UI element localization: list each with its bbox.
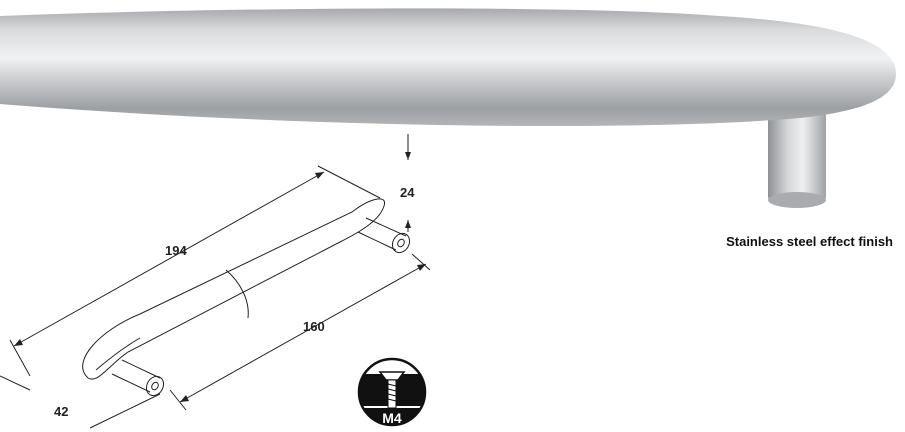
drawing-leg-right: [357, 217, 407, 251]
dim-label-160: 160: [303, 319, 325, 334]
handle-leg-end: [768, 192, 826, 208]
screw-size-label: M4: [382, 410, 402, 426]
dim-label-24: 24: [400, 185, 415, 200]
dim-label-194: 194: [165, 243, 187, 258]
handle-leg: [768, 96, 826, 204]
dim-line-42: [0, 375, 161, 429]
drawing-handle-outline: [82, 198, 386, 380]
dim-line-160: [179, 263, 427, 403]
dim-label-42: 42: [54, 404, 69, 419]
handle-bar: [0, 8, 896, 127]
screw-size-icon: M4: [357, 357, 427, 427]
drawing-leg-left: [111, 359, 161, 393]
dim-line-194: [13, 171, 325, 347]
finish-caption: Stainless steel effect finish: [726, 234, 893, 249]
